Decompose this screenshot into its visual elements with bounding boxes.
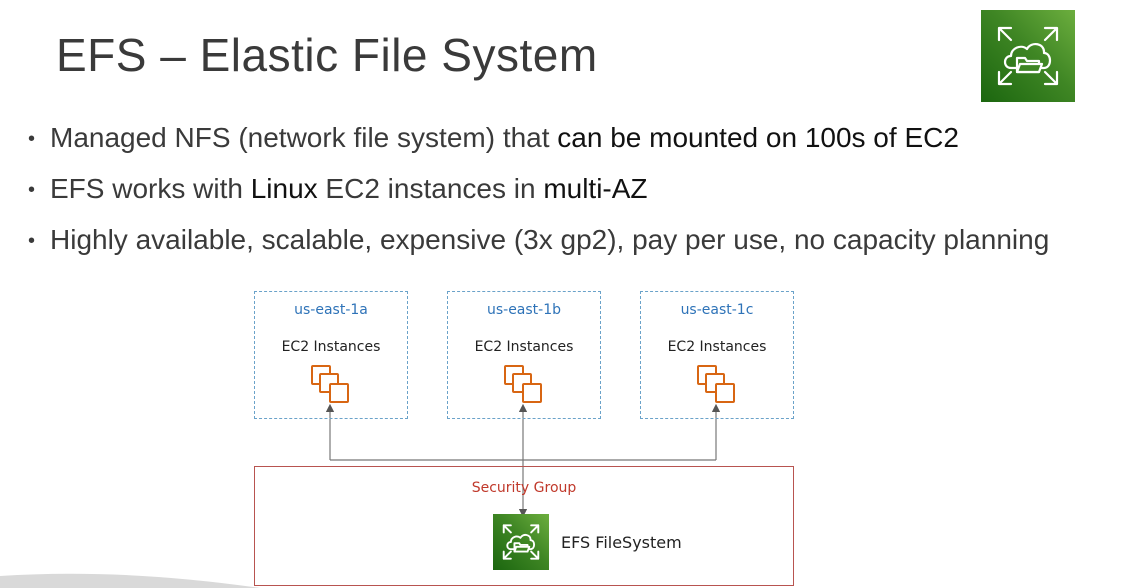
ec2-instances-icon — [504, 365, 542, 403]
security-group-label: Security Group — [471, 480, 577, 496]
az-box-us-east-1a: us-east-1a EC2 Instances — [254, 291, 408, 419]
ec2-instances-icon — [697, 365, 735, 403]
bullet-item: •Highly available, scalable, expensive (… — [28, 224, 1050, 255]
efs-filesystem-label: EFS FileSystem — [561, 533, 682, 552]
bullet-text: EC2 instances in — [317, 173, 544, 204]
ec2-instances-label: EC2 Instances — [667, 339, 767, 355]
az-label: us-east-1a — [294, 302, 368, 318]
efs-logo-icon — [981, 10, 1075, 102]
bullet-item: •EFS works with Linux EC2 instances in m… — [28, 173, 648, 204]
ec2-instances-label: EC2 Instances — [474, 339, 574, 355]
bullet-bold-text: multi-AZ — [543, 173, 648, 204]
bullet-list: •Managed NFS (network file system) that … — [28, 112, 1049, 265]
ec2-instances-icon — [311, 365, 349, 403]
ec2-instances-label: EC2 Instances — [281, 339, 381, 355]
slide-title: EFS – Elastic File System — [56, 29, 598, 81]
bullet-bold-text: can be mounted on 100s of EC2 — [557, 122, 959, 153]
security-group-box: Security Group — [254, 466, 794, 586]
bullet-text: EFS works with — [50, 173, 251, 204]
az-label: us-east-1c — [680, 302, 754, 318]
az-label: us-east-1b — [486, 302, 562, 318]
bullet-item: •Managed NFS (network file system) that … — [28, 122, 959, 153]
az-box-us-east-1b: us-east-1b EC2 Instances — [447, 291, 601, 419]
bullet-text: Managed NFS (network file system) that — [50, 122, 558, 153]
az-box-us-east-1c: us-east-1c EC2 Instances — [640, 291, 794, 419]
bullet-bold-text: Linux — [250, 173, 318, 204]
efs-filesystem-icon — [493, 514, 549, 570]
bullet-text: Highly available, scalable, expensive (3… — [50, 224, 1050, 255]
footer-shade-decoration — [0, 573, 260, 588]
